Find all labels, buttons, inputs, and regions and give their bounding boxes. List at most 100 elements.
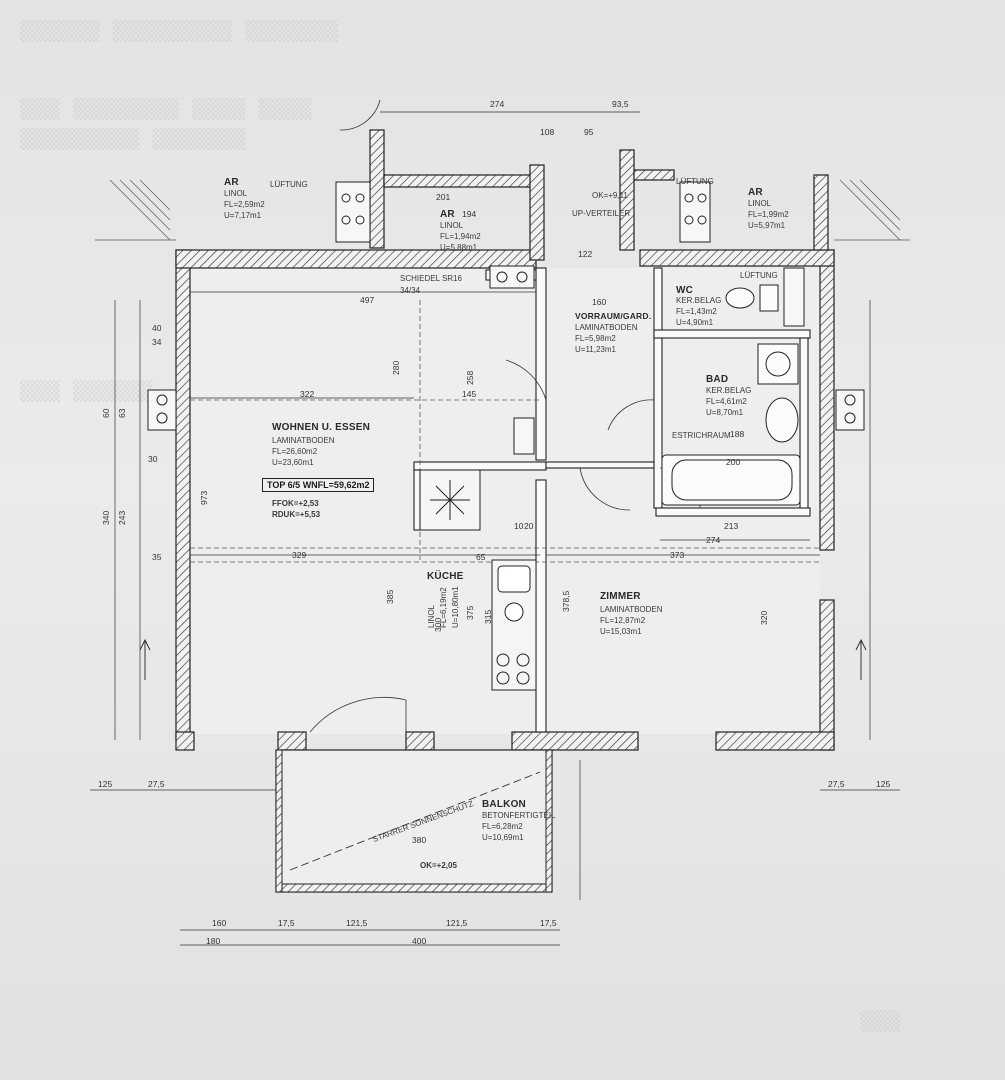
exhaust-symbol <box>419 469 481 531</box>
room-name-ar-mid: AR <box>440 209 455 220</box>
dimension-label: 340 <box>101 510 111 525</box>
kitchen-counter <box>491 559 537 691</box>
room-name-ar-left: AR <box>224 177 239 188</box>
room-perimeter-wc: U=4,90m1 <box>676 318 714 327</box>
chimney-label: SCHIEDEL SR16 <box>400 274 462 283</box>
level-ffok: FFOK=+2,53 <box>272 499 319 508</box>
room-name-kueche: KÜCHE <box>427 571 464 582</box>
dimension-label: 35 <box>152 552 162 562</box>
level-vorraum: OK=+9,11 <box>592 191 628 200</box>
room-name-vorraum: VORRAUM/GARD. <box>575 311 652 321</box>
dimension-label: 27,5 <box>828 779 845 789</box>
room-area-ar-left: FL=2,59m2 <box>224 200 265 209</box>
dimension-label: 160 <box>212 918 227 928</box>
dimension-label: 121,5 <box>446 918 468 928</box>
storage-label: ESTRICHRAUM <box>672 431 731 440</box>
ventilation-label: LÜFTUNG <box>740 271 778 280</box>
room-perimeter-ar-mid: U=5,88m1 <box>440 243 478 252</box>
bathroom-fixtures <box>661 284 801 506</box>
dimension-label: 200 <box>726 457 741 467</box>
dimension-label: 20 <box>524 521 534 531</box>
dimension-label: 27,5 <box>148 779 165 789</box>
room-perimeter-vorraum: U=11,23m1 <box>575 345 616 354</box>
exterior-walls <box>175 129 835 751</box>
dimension-label: 213 <box>724 521 739 531</box>
room-perimeter-wohnen: U=23,60m1 <box>272 458 314 467</box>
interior-walls <box>413 267 811 733</box>
dimension-label: 108 <box>540 127 555 137</box>
dimension-label: 93,5 <box>612 99 629 109</box>
dimension-label: 380 <box>412 835 427 845</box>
dimension-label: 280 <box>391 360 401 375</box>
dimension-label: 973 <box>199 490 209 505</box>
dimension-label: 160 <box>592 297 607 307</box>
dimension-label: 194 <box>462 209 477 219</box>
dimension-label: 17,5 <box>278 918 295 928</box>
room-area-wc: FL=1,43m2 <box>676 307 717 316</box>
dimension-label: 188 <box>730 429 745 439</box>
ventilation-label: LÜFTUNG <box>676 177 714 186</box>
dimension-label: 201 <box>436 192 451 202</box>
dimension-label: 122 <box>578 249 593 259</box>
balcony <box>275 749 553 893</box>
dimension-label: 145 <box>462 389 477 399</box>
bleed-through-text: ▒▒▒▒▒▒ ▒▒▒▒▒▒▒▒▒ ▒▒▒▒▒▒▒ <box>20 20 338 42</box>
distribution-box-label: UP-VERTEILER <box>572 209 631 218</box>
dimension-label: 63 <box>117 408 127 418</box>
room-area-ar-right: FL=1,99m2 <box>748 210 789 219</box>
room-name-bad: BAD <box>706 374 729 385</box>
room-perimeter-balkon: U=10,69m1 <box>482 833 524 842</box>
unit-area-box: TOP 6/5 WNFL=59,62m2 <box>262 478 375 492</box>
dimension-label: 34 <box>152 337 162 347</box>
dimension-label: 320 <box>759 610 769 625</box>
room-name-zimmer: ZIMMER <box>600 591 641 602</box>
room-area-bad: FL=4,61m2 <box>706 397 747 406</box>
room-floor-vorraum: LAMINATBODEN <box>575 323 638 332</box>
room-area-balkon: FL=6,28m2 <box>482 822 523 831</box>
room-perimeter-kueche: U=10,80m1 <box>451 586 460 628</box>
room-name-ar-right: AR <box>748 187 763 198</box>
room-area-zimmer: FL=12,87m2 <box>600 616 646 625</box>
level-balkon: OK=+2,05 <box>420 861 457 870</box>
bleed-through-text: ▒▒▒ ▒▒▒▒▒▒ <box>20 380 153 402</box>
room-perimeter-bad: U=8,70m1 <box>706 408 744 417</box>
room-perimeter-ar-left: U=7,17m1 <box>224 211 262 220</box>
room-perimeter-ar-right: U=5,97m1 <box>748 221 786 230</box>
chimney-size: 34/34 <box>400 286 421 295</box>
dimension-label: 274 <box>706 535 721 545</box>
dimension-label: 373 <box>670 550 685 560</box>
dimension-label: 243 <box>117 510 127 525</box>
room-floor-bad: KER.BELAG <box>706 386 752 395</box>
dimension-label: 65 <box>476 552 486 562</box>
room-area-wohnen: FL=26,60m2 <box>272 447 318 456</box>
shaft-symbols <box>147 181 865 455</box>
room-floor-ar-mid: LINOL <box>440 221 464 230</box>
dimension-label: 497 <box>360 295 375 305</box>
dimension-label: 125 <box>98 779 113 789</box>
dimension-label: 258 <box>465 370 475 385</box>
room-floor-ar-right: LINOL <box>748 199 772 208</box>
ventilation-label: LÜFTUNG <box>270 180 308 189</box>
bleed-through-text: ▒▒▒ ▒▒▒▒▒▒▒▒ ▒▒▒▒ ▒▒▒▒ <box>20 98 312 120</box>
dimension-label: 95 <box>584 127 594 137</box>
level-rduk: RDUK=+5,53 <box>272 510 321 519</box>
room-name-balkon: BALKON <box>482 799 526 810</box>
bleed-through-text: ▒▒▒▒▒▒▒▒▒ ▒▒▒▒▒▒▒ <box>20 128 246 150</box>
dimension-label: 315 <box>483 609 493 624</box>
dimension-label: 121,5 <box>346 918 368 928</box>
dimension-label: 400 <box>412 936 427 946</box>
room-floor-wohnen: LAMINATBODEN <box>272 436 335 445</box>
dimension-label: 10 <box>514 521 524 531</box>
room-name-wc: WC <box>676 285 694 296</box>
room-area-vorraum: FL=5,98m2 <box>575 334 616 343</box>
dimension-label: 378,5 <box>561 590 571 612</box>
room-floor-wc: KER.BELAG <box>676 296 722 305</box>
dimension-label: 40 <box>152 323 162 333</box>
room-area-ar-mid: FL=1,94m2 <box>440 232 481 241</box>
room-perimeter-zimmer: U=15,03m1 <box>600 627 642 636</box>
dimension-label: 274 <box>490 99 505 109</box>
dimension-label: 180 <box>206 936 221 946</box>
dimension-label: 125 <box>876 779 891 789</box>
dimension-lines <box>90 111 900 946</box>
